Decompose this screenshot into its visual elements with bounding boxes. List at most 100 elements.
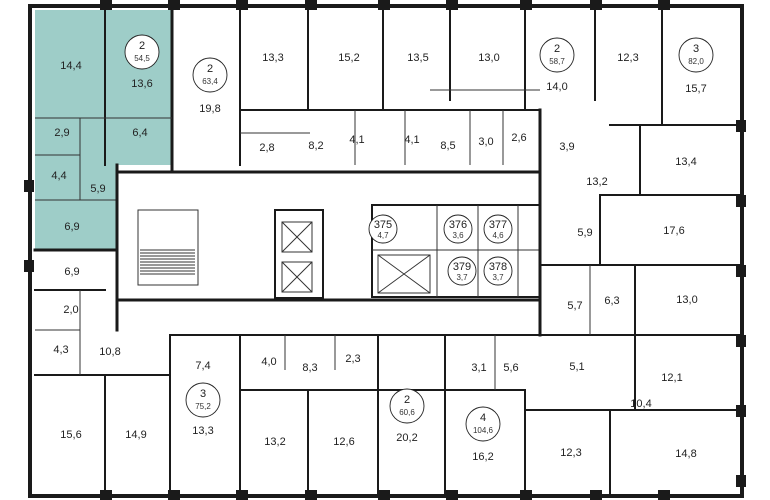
room-area-label: 2,3 <box>345 353 360 365</box>
apartment-badge-circle <box>389 388 425 424</box>
room-area-label: 6,4 <box>132 127 147 139</box>
room-area-label: 5,9 <box>90 183 105 195</box>
apartment-total-area: 75,2 <box>195 402 211 411</box>
room-area-label: 13,5 <box>407 52 428 64</box>
staircase <box>137 209 199 286</box>
storage-unit-area: 3,7 <box>456 273 468 282</box>
apartment-total-area: 82,0 <box>688 57 704 66</box>
apartment-badge-circle <box>539 37 575 73</box>
storage-unit-circle <box>447 256 477 286</box>
facade-pillar <box>378 490 390 500</box>
room-area-label: 12,3 <box>560 447 581 459</box>
room-area-label: 4,1 <box>404 134 419 146</box>
room-area-label: 13,2 <box>264 436 285 448</box>
storage-unit-number: 376 <box>449 219 467 231</box>
room-area-label: 2,9 <box>54 127 69 139</box>
facade-pillar <box>590 490 602 500</box>
facade-pillar <box>736 120 746 132</box>
room-area-label: 3,9 <box>559 141 574 153</box>
storage-unit-number: 378 <box>489 261 507 273</box>
apartment-rooms-count: 3 <box>693 43 699 55</box>
storage-unit-circle <box>483 256 513 286</box>
facade-pillar <box>236 0 248 10</box>
facade-pillar <box>100 0 112 10</box>
facade-pillars <box>24 0 746 500</box>
apartment-badge[interactable]: 260,6 <box>389 388 425 424</box>
room-area-label: 15,2 <box>338 52 359 64</box>
apartment-badge[interactable]: 382,0 <box>678 37 714 73</box>
storage-unit-area: 3,6 <box>452 231 464 240</box>
room-area-label: 6,9 <box>64 221 79 233</box>
apartment-rooms-count: 3 <box>200 388 206 400</box>
room-area-label: 15,7 <box>685 83 706 95</box>
room-area-label: 6,9 <box>64 266 79 278</box>
facade-pillar <box>446 0 458 10</box>
room-area-label: 15,6 <box>60 429 81 441</box>
room-area-label: 14,0 <box>546 81 567 93</box>
room-area-label: 13,0 <box>676 294 697 306</box>
apartment-badge[interactable]: 254,5 <box>124 34 160 70</box>
facade-pillar <box>305 490 317 500</box>
storage-unit-area: 3,7 <box>492 273 504 282</box>
apartment-rooms-count: 2 <box>139 40 145 52</box>
apartment-badge-circle <box>678 37 714 73</box>
apartment-badge-circle <box>192 57 228 93</box>
apartment-badge[interactable]: 263,4 <box>192 57 228 93</box>
storage-unit-area: 4,6 <box>492 231 504 240</box>
room-area-label: 2,0 <box>63 304 78 316</box>
facade-pillar <box>305 0 317 10</box>
room-area-label: 2,6 <box>511 132 526 144</box>
storage-unit-area: 4,7 <box>377 231 389 240</box>
storage-unit-number: 379 <box>453 261 471 273</box>
facade-pillar <box>168 490 180 500</box>
room-area-label: 5,9 <box>577 227 592 239</box>
room-area-label: 12,1 <box>661 372 682 384</box>
storage-unit-number: 377 <box>489 219 507 231</box>
room-area-label: 10,8 <box>99 346 120 358</box>
storage-unit-number: 375 <box>374 219 392 231</box>
apartment-total-area: 60,6 <box>399 408 415 417</box>
room-area-label: 13,2 <box>586 176 607 188</box>
room-area-label: 14,8 <box>675 448 696 460</box>
room-area-label: 3,0 <box>478 136 493 148</box>
facade-pillar <box>736 265 746 277</box>
room-area-label: 6,3 <box>604 295 619 307</box>
apartment-rooms-count: 4 <box>480 412 486 424</box>
room-area-label: 4,4 <box>51 170 66 182</box>
room-area-label: 10,4 <box>630 398 651 410</box>
apartment-badge-circle <box>465 406 501 442</box>
room-area-label: 13,3 <box>262 52 283 64</box>
apartment-badge[interactable]: 375,2 <box>185 382 221 418</box>
room-area-label: 7,4 <box>195 360 210 372</box>
storage-unit-circle <box>443 214 473 244</box>
facade-pillar <box>446 490 458 500</box>
facade-pillar <box>378 0 390 10</box>
storage-unit-circle <box>483 214 513 244</box>
facade-pillar <box>100 490 112 500</box>
room-area-label: 13,3 <box>192 425 213 437</box>
room-area-label: 12,6 <box>333 436 354 448</box>
storage-unit-circle <box>368 214 398 244</box>
apartment-badge[interactable]: 258,7 <box>539 37 575 73</box>
stair-enclosure <box>137 209 199 286</box>
room-area-label: 4,0 <box>261 356 276 368</box>
apartment-rooms-count: 2 <box>404 394 410 406</box>
room-area-label: 4,3 <box>53 344 68 356</box>
room-area-label: 14,9 <box>125 429 146 441</box>
apartment-badge-circle <box>124 34 160 70</box>
selected-apartment-highlight[interactable] <box>35 10 172 250</box>
room-area-label: 19,8 <box>199 103 220 115</box>
room-area-label: 8,2 <box>308 140 323 152</box>
apartment-rooms-count: 2 <box>207 63 213 75</box>
facade-pillar <box>520 490 532 500</box>
apartment-total-area: 63,4 <box>202 77 218 86</box>
apartment-total-area: 54,5 <box>134 54 150 63</box>
room-area-label: 17,6 <box>663 225 684 237</box>
